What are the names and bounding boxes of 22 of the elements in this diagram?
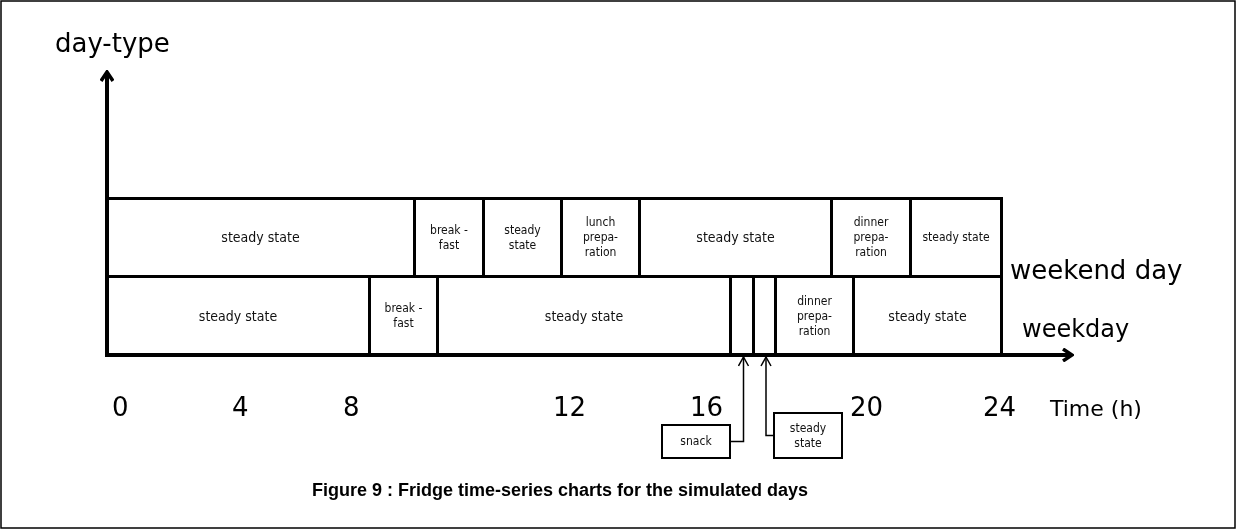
leader-arrow xyxy=(730,356,750,443)
timeline-segment: lunch prepa- ration xyxy=(563,197,641,278)
figure-caption: Figure 9 : Fridge time-series charts for the simulated days xyxy=(310,480,810,501)
timeline-segment: break -fast xyxy=(416,197,485,278)
timeline-segment: dinner prepa- ration xyxy=(833,197,912,278)
tick-label: 8 xyxy=(343,392,360,422)
axis-title: day-type xyxy=(55,28,170,58)
tick-label: 16 xyxy=(690,392,724,422)
tick-label: 0 xyxy=(112,392,129,422)
callout-box: snack xyxy=(661,424,731,459)
row-label: weekday xyxy=(1022,315,1130,343)
callout-box: steady state xyxy=(773,412,843,459)
tick-label: 4 xyxy=(232,392,249,422)
row-label: weekend day xyxy=(1010,255,1183,285)
leader-arrow xyxy=(760,356,774,437)
tick-label: 24 xyxy=(983,392,1017,422)
timeline-segment: steady state xyxy=(485,197,563,278)
axis-title: Time (h) xyxy=(1050,396,1142,421)
timeline-segment: steady state xyxy=(641,197,833,278)
timeline-segment: steady state xyxy=(912,197,1003,278)
tick-label: 12 xyxy=(553,392,587,422)
tick-label: 20 xyxy=(850,392,884,422)
